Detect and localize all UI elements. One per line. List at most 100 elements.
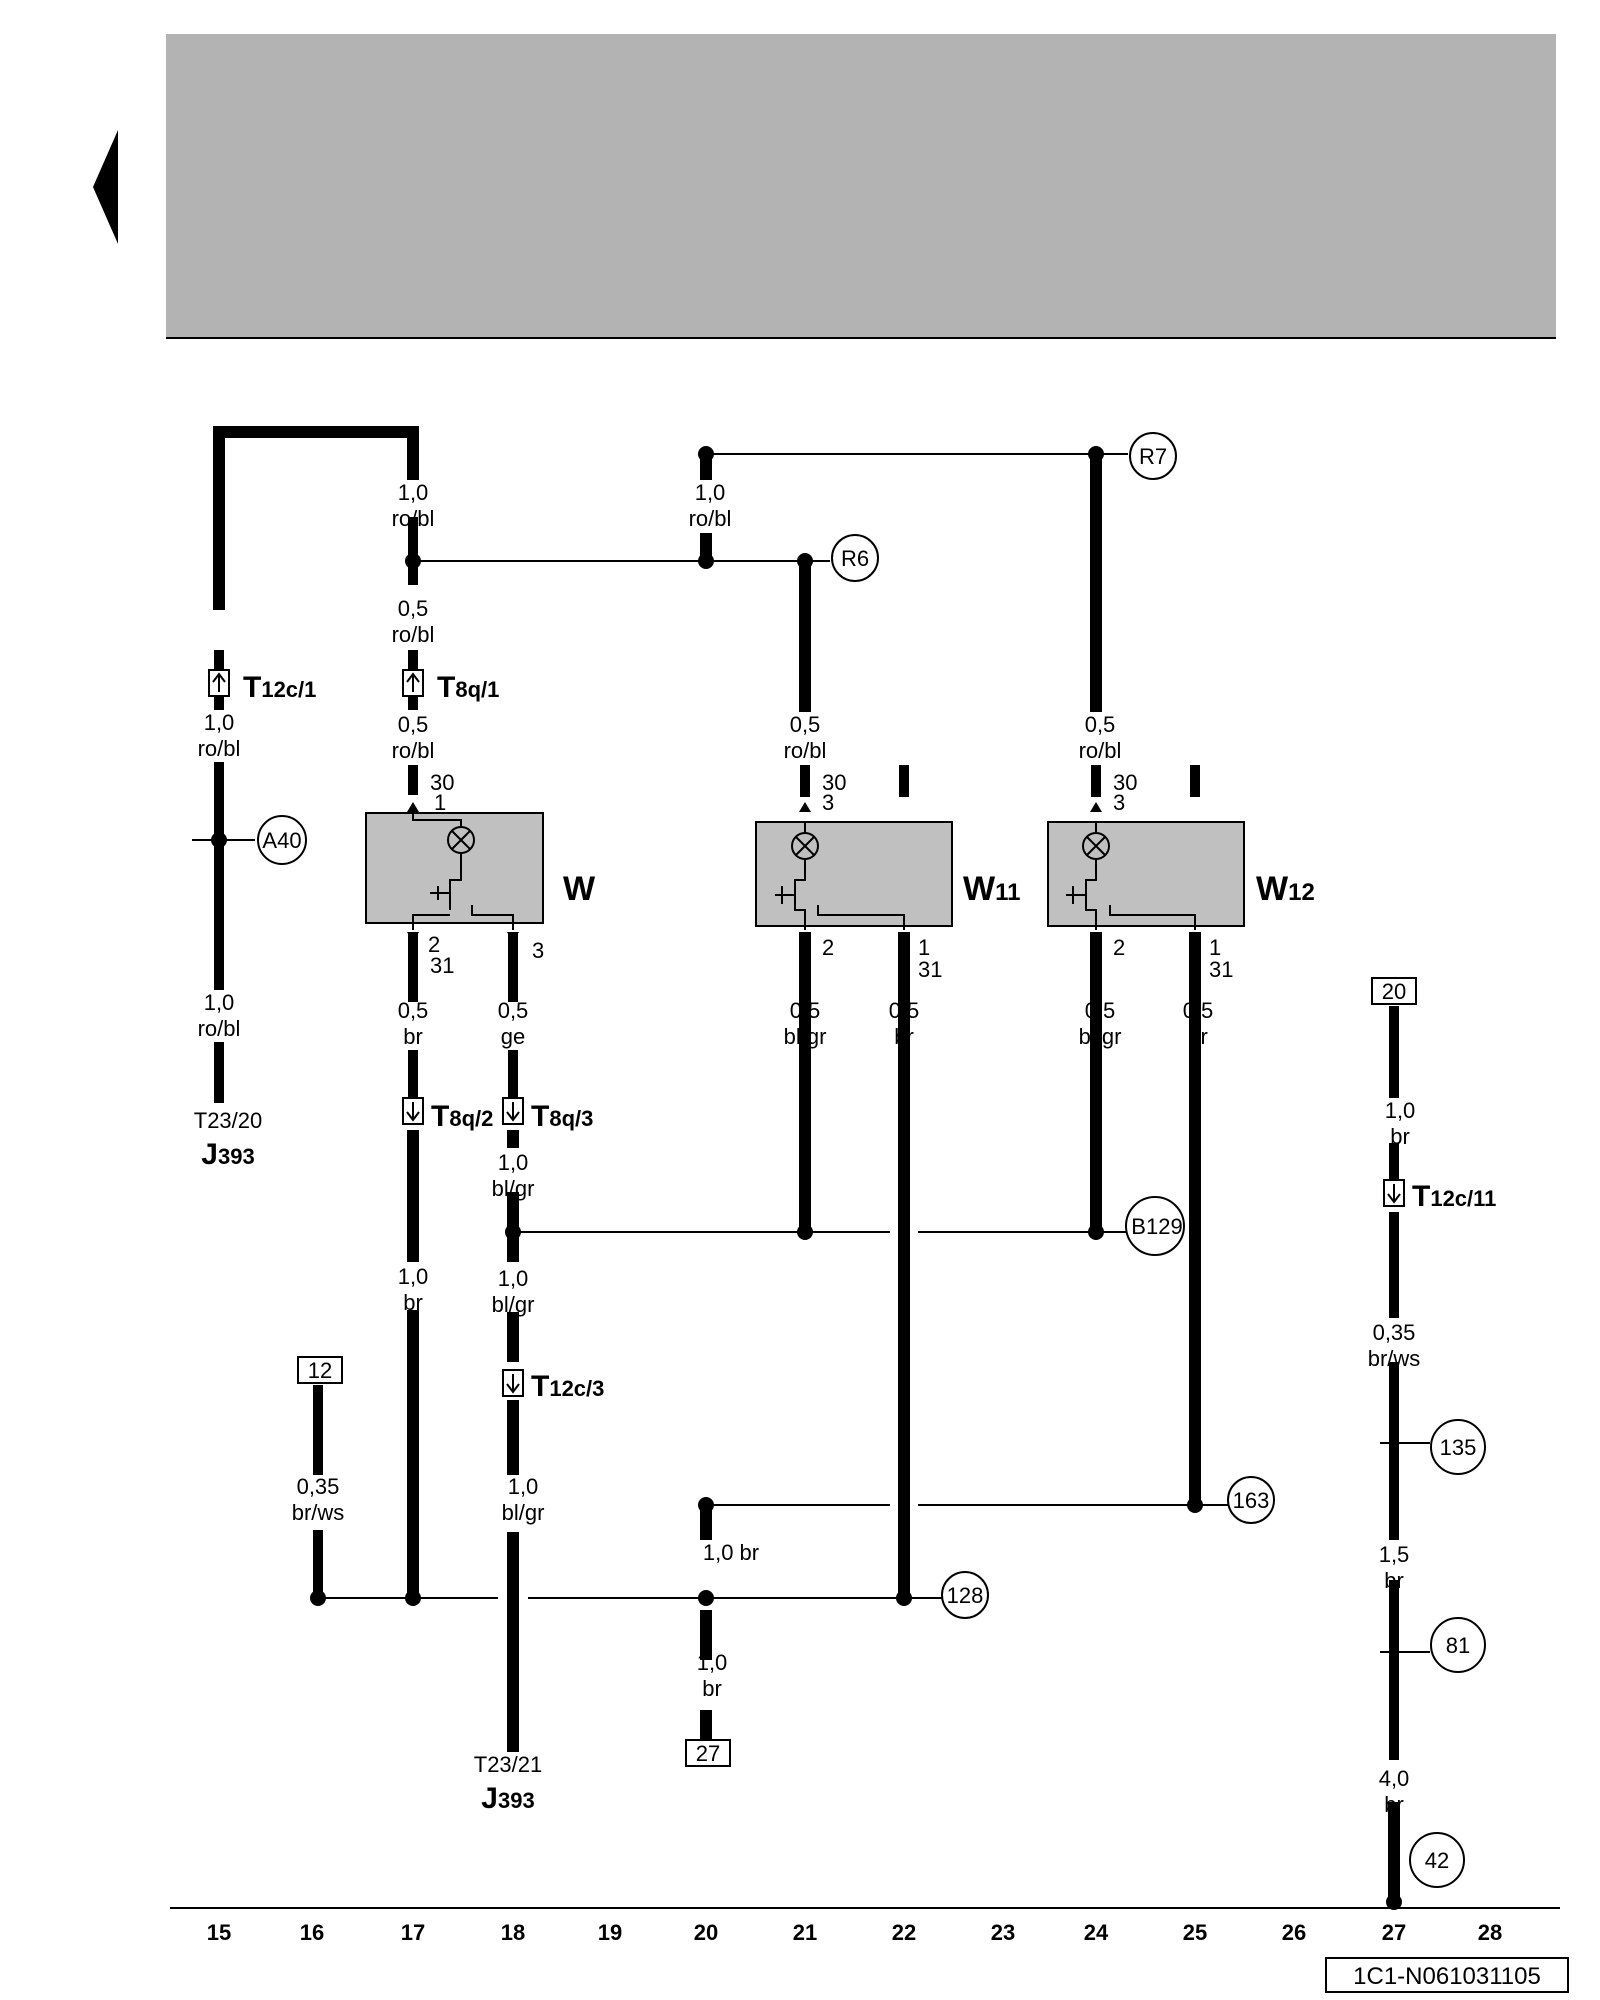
column-number: 23 xyxy=(991,1920,1015,1945)
svg-text:30: 30 xyxy=(430,770,454,795)
box-20 xyxy=(1371,977,1417,1005)
doc-id-box xyxy=(1325,1957,1569,1993)
svg-text:2: 2 xyxy=(1113,935,1125,960)
svg-text:T12c/11: T12c/11 xyxy=(1412,1180,1496,1213)
svg-text:J393: J393 xyxy=(201,1138,254,1171)
previous-page-arrow-icon[interactable] xyxy=(93,130,118,244)
column-number: 17 xyxy=(401,1920,425,1945)
svg-text:T12c/1: T12c/1 xyxy=(243,671,316,704)
svg-text:128: 128 xyxy=(947,1583,984,1608)
boxed-references[interactable] xyxy=(297,977,1417,1767)
column-number: 20 xyxy=(694,1920,718,1945)
ref-128 xyxy=(941,1571,989,1619)
column-number: 19 xyxy=(598,1920,622,1945)
column-number: 18 xyxy=(501,1920,525,1945)
svg-text:R7: R7 xyxy=(1139,444,1167,469)
svg-text:30: 30 xyxy=(822,770,846,795)
column-number: 25 xyxy=(1183,1920,1207,1945)
svg-text:3: 3 xyxy=(532,938,544,963)
svg-text:A40: A40 xyxy=(262,828,301,853)
ecu-terminal-left: T23/20 J393 xyxy=(194,1108,263,1171)
connector-labels: T12c/1 T8q/1 T8q/2 T8q/3 T12c/3 T12c/11 xyxy=(243,671,1496,1403)
column-number: 27 xyxy=(1382,1920,1406,1945)
svg-text:T8q/2: T8q/2 xyxy=(431,1100,493,1133)
ref-42 xyxy=(1409,1832,1465,1888)
svg-text:81: 81 xyxy=(1446,1633,1470,1658)
svg-text:1: 1 xyxy=(918,935,930,960)
svg-text:3: 3 xyxy=(1113,790,1125,815)
column-number: 24 xyxy=(1084,1920,1109,1945)
svg-text:3: 3 xyxy=(822,790,834,815)
svg-text:20: 20 xyxy=(1382,979,1406,1004)
svg-text:27: 27 xyxy=(696,1741,720,1766)
pin-terminal-icons xyxy=(407,802,1201,942)
ref-163 xyxy=(1227,1476,1275,1524)
component-w[interactable]: W xyxy=(365,812,596,930)
box-27 xyxy=(685,1739,731,1767)
connector-symbols xyxy=(208,669,1405,1397)
column-number: 28 xyxy=(1478,1920,1502,1945)
svg-text:T12c/3: T12c/3 xyxy=(531,1370,604,1403)
component-w12-label: W12 xyxy=(1256,870,1315,908)
column-number: 22 xyxy=(892,1920,916,1945)
component-w-label: W xyxy=(563,870,596,908)
doc-id: 1C1-N061031105 xyxy=(1353,1963,1541,1990)
box-12 xyxy=(297,1356,343,1384)
svg-text:1: 1 xyxy=(1209,935,1221,960)
pin-numbers: 30 1 2 31 3 30 3 2 1 31 30 3 2 1 31 xyxy=(428,770,1233,982)
svg-text:T23/20: T23/20 xyxy=(194,1108,263,1133)
svg-text:42: 42 xyxy=(1425,1848,1449,1873)
svg-text:J393: J393 xyxy=(481,1782,534,1815)
svg-text:31: 31 xyxy=(430,953,454,978)
svg-text:B129: B129 xyxy=(1131,1214,1182,1239)
svg-text:31: 31 xyxy=(1209,957,1233,982)
column-number: 15 xyxy=(207,1920,231,1945)
svg-text:R6: R6 xyxy=(841,546,869,571)
reference-labels: R7 R6 A40 B129 163 128 135 81 42 xyxy=(262,444,1476,1873)
svg-text:163: 163 xyxy=(1233,1488,1270,1513)
svg-text:30: 30 xyxy=(1113,770,1137,795)
svg-text:T8q/3: T8q/3 xyxy=(531,1100,593,1133)
svg-text:31: 31 xyxy=(918,957,942,982)
component-w12[interactable]: W12 xyxy=(1047,821,1315,930)
ref-a40 xyxy=(257,815,307,865)
svg-text:12: 12 xyxy=(308,1358,332,1383)
column-number: 16 xyxy=(300,1920,324,1945)
svg-text:2: 2 xyxy=(822,935,834,960)
svg-text:2: 2 xyxy=(428,932,440,957)
svg-text:135: 135 xyxy=(1440,1435,1477,1460)
svg-text:T23/21: T23/21 xyxy=(474,1752,543,1777)
component-w11[interactable]: W11 xyxy=(755,821,1020,930)
svg-text:T8q/1: T8q/1 xyxy=(437,671,499,704)
svg-text:1: 1 xyxy=(434,790,446,815)
ref-81 xyxy=(1430,1617,1486,1673)
ref-b129 xyxy=(1125,1196,1185,1256)
boxed-reference-labels: 20 12 27 xyxy=(308,979,1406,1766)
splice-points xyxy=(211,446,1402,1910)
reference-markers[interactable] xyxy=(257,432,1486,1888)
